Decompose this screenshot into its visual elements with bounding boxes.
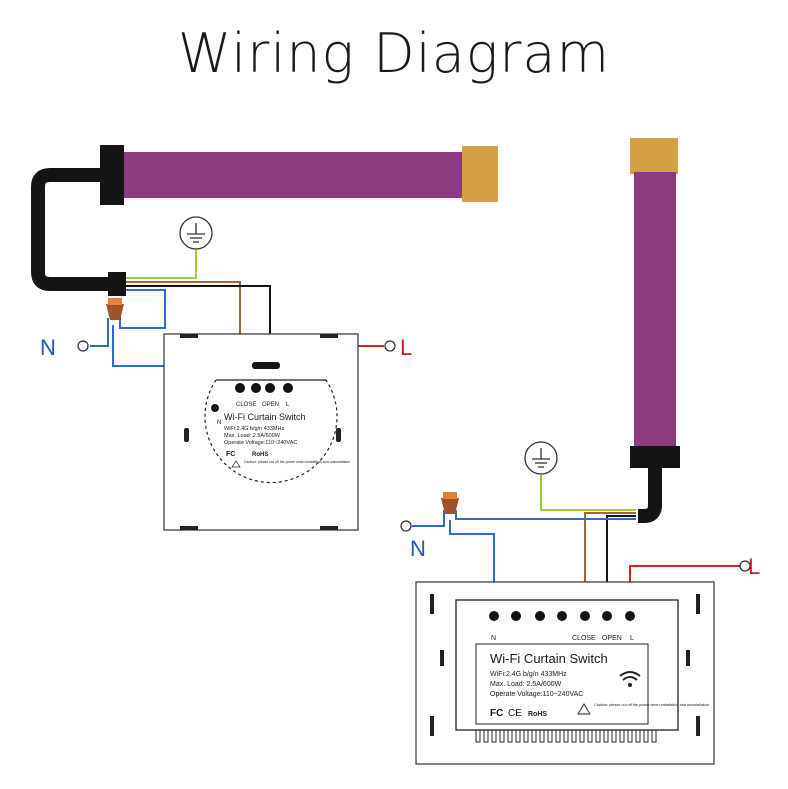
switch-name: Wi-Fi Curtain Switch [490,651,608,666]
cert-rohs: RoHS [528,711,547,718]
terminal-n-label: N [217,420,221,426]
terminal-l-label: L [286,402,290,408]
earth-ground-icon [179,216,213,250]
live-terminal-left [384,340,396,352]
neutral-terminal-left [77,340,89,352]
live-label-right: L [748,554,760,579]
cert-ce: CE [508,708,522,719]
spec-load: Max. Load: 2.5A/600W [224,433,281,439]
spec-load: Max. Load: 2.5A/600W [490,681,562,688]
terminal-open-label: OPEN [602,635,622,642]
cert-fc: FC [226,451,235,458]
terminal-l-label: L [630,635,634,642]
wire-connector-left [106,298,124,320]
switch-name: Wi-Fi Curtain Switch [224,412,306,422]
wires-right [412,475,740,600]
terminal-open-label: OPEN [262,402,279,408]
caution-text: Caution: please cut off the power when i… [244,460,350,464]
live-label-left: L [400,335,412,360]
motor-left [100,145,498,205]
terminal-n-label: N [491,635,496,642]
switch-rect: N CLOSE OPEN L Wi-Fi Curtain Switch WiFi… [415,581,715,765]
live-terminal-right [739,560,751,572]
cert-fc: FC [490,708,503,719]
terminal-close-label: CLOSE [236,402,256,408]
neutral-terminal-right [400,520,412,532]
spec-wifi: WiFi:2.4G b/g/n 433MHz [224,426,284,432]
wire-connector-right [441,492,459,514]
diagram-title: Wiring Diagram [177,22,611,85]
motor-right [630,138,680,468]
caution-text: Caution: please cut off the power when i… [594,703,709,707]
earth-ground-icon [524,441,558,475]
cable-right [638,468,662,523]
neutral-label-left: N [40,335,56,360]
spec-voltage: Operate Voltage:110~240VAC [490,691,583,698]
cert-rohs: RoHS [252,452,268,458]
spec-wifi: WiFi:2.4G b/g/n 433MHz [490,671,567,678]
terminal-close-label: CLOSE [572,635,596,642]
warning-icon [577,703,591,715]
wifi-icon [619,671,641,687]
switch-round: CLOSE OPEN L N Wi-Fi Curtain Switch WiFi… [163,333,359,531]
neutral-label-right: N [410,536,426,561]
heat-sink-fins [475,729,660,743]
warning-icon [231,460,241,468]
spec-voltage: Operate Voltage:110~240VAC [224,440,297,446]
cable-left [31,168,126,296]
